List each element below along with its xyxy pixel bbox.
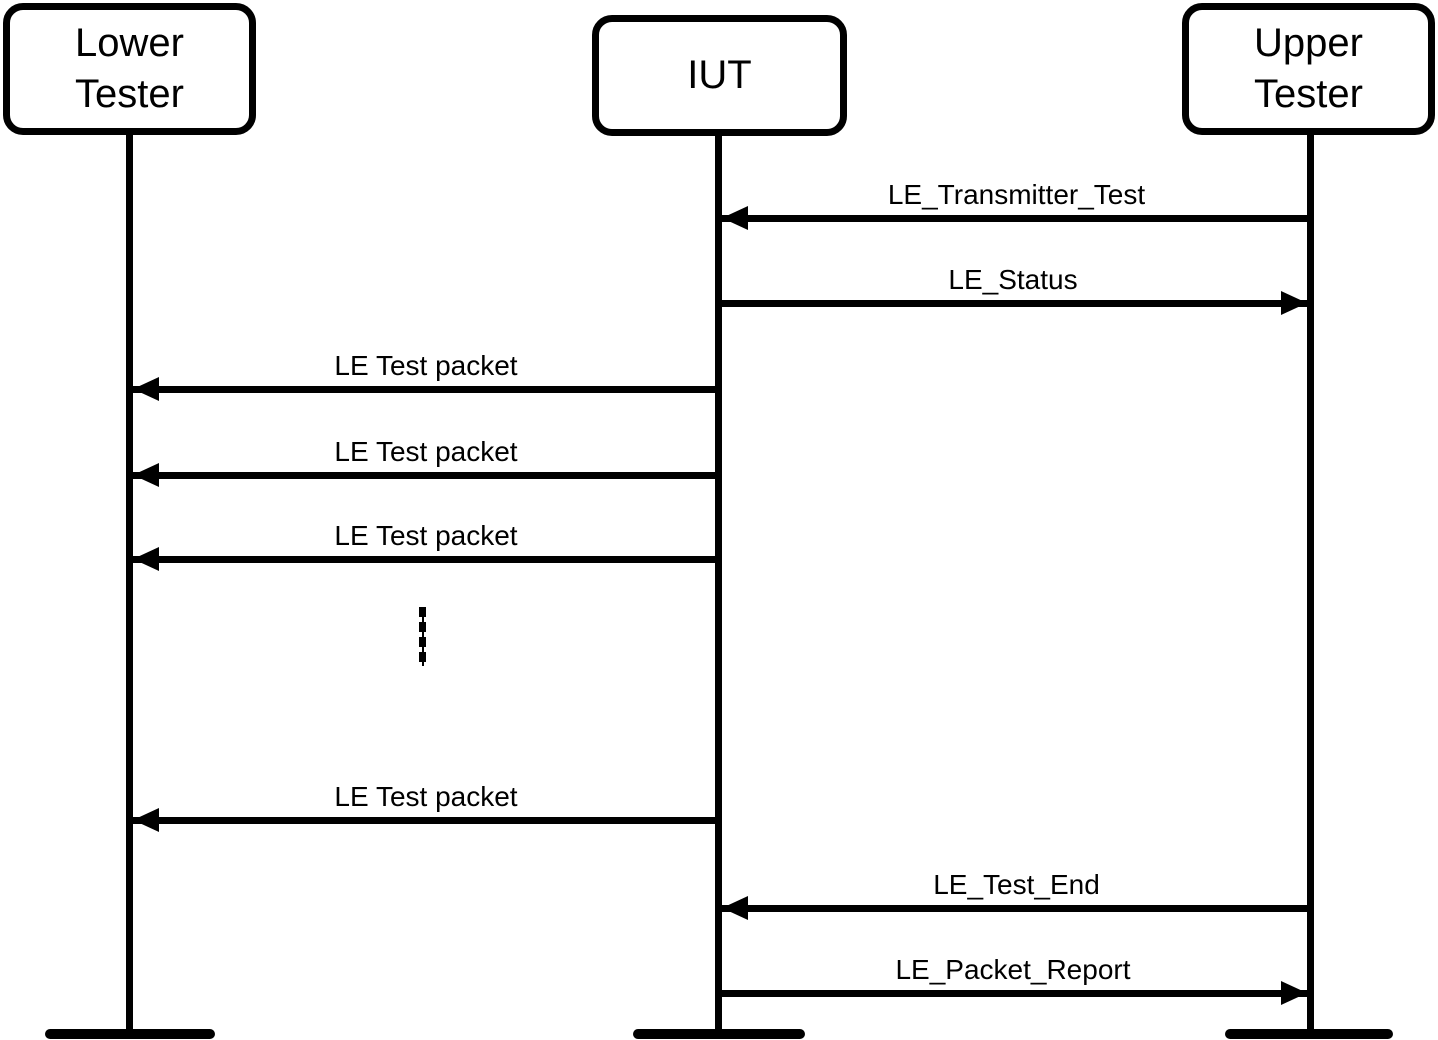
message-line [719, 990, 1307, 997]
message-line [722, 905, 1311, 912]
message-label: LE Test packet [334, 436, 518, 467]
actor-box-iut: IUT [592, 15, 847, 136]
message-le-packet-report: LE_Packet_Report [719, 954, 1307, 1005]
message-le-test-packet-3: LE Test packet [133, 520, 719, 571]
arrowhead-left-icon [133, 547, 159, 571]
message-le-test-packet-1: LE Test packet [133, 350, 719, 401]
message-le-test-end: LE_Test_End [722, 869, 1311, 920]
message-label: LE_Packet_Report [895, 954, 1131, 985]
arrowhead-left-icon [133, 808, 159, 832]
actor-box-upper-tester: Upper Tester [1182, 3, 1435, 135]
message-label: LE Test packet [334, 520, 518, 551]
lifeline-iut [715, 134, 722, 1034]
lifeline-end-bar-upper-tester [1225, 1029, 1393, 1039]
actor-label-lower-tester: Lower Tester [75, 21, 184, 116]
message-line [722, 215, 1311, 222]
arrowhead-right-icon [1281, 291, 1307, 315]
arrowhead-left-icon [722, 896, 748, 920]
message-le-test-packet-2: LE Test packet [133, 436, 719, 487]
actor-box-lower-tester: Lower Tester [3, 3, 256, 135]
message-le-transmitter-test: LE_Transmitter_Test [722, 179, 1311, 230]
message-line [133, 386, 719, 393]
arrowhead-right-icon [1281, 981, 1307, 1005]
message-le-test-packet-4: LE Test packet [133, 781, 719, 832]
actor-label-upper-tester: Upper Tester [1254, 21, 1363, 116]
arrowhead-left-icon [722, 206, 748, 230]
message-label: LE Test packet [334, 350, 518, 381]
continuation-ellipsis-icon [419, 607, 426, 666]
lifeline-end-bar-iut [633, 1029, 805, 1039]
actor-label-iut: IUT [687, 53, 752, 97]
message-label: LE_Status [948, 264, 1078, 295]
message-line [719, 300, 1307, 307]
message-line [133, 472, 719, 479]
lifeline-end-bar-lower-tester [45, 1029, 215, 1039]
message-label: LE_Test_End [933, 869, 1100, 900]
lifeline-lower-tester [126, 133, 133, 1034]
message-line [133, 556, 719, 563]
lifeline-upper-tester [1307, 133, 1314, 1034]
message-le-status: LE_Status [719, 264, 1307, 315]
message-label: LE Test packet [334, 781, 518, 812]
message-label: LE_Transmitter_Test [887, 179, 1146, 210]
arrowhead-left-icon [133, 377, 159, 401]
arrowhead-left-icon [133, 463, 159, 487]
message-line [133, 817, 719, 824]
